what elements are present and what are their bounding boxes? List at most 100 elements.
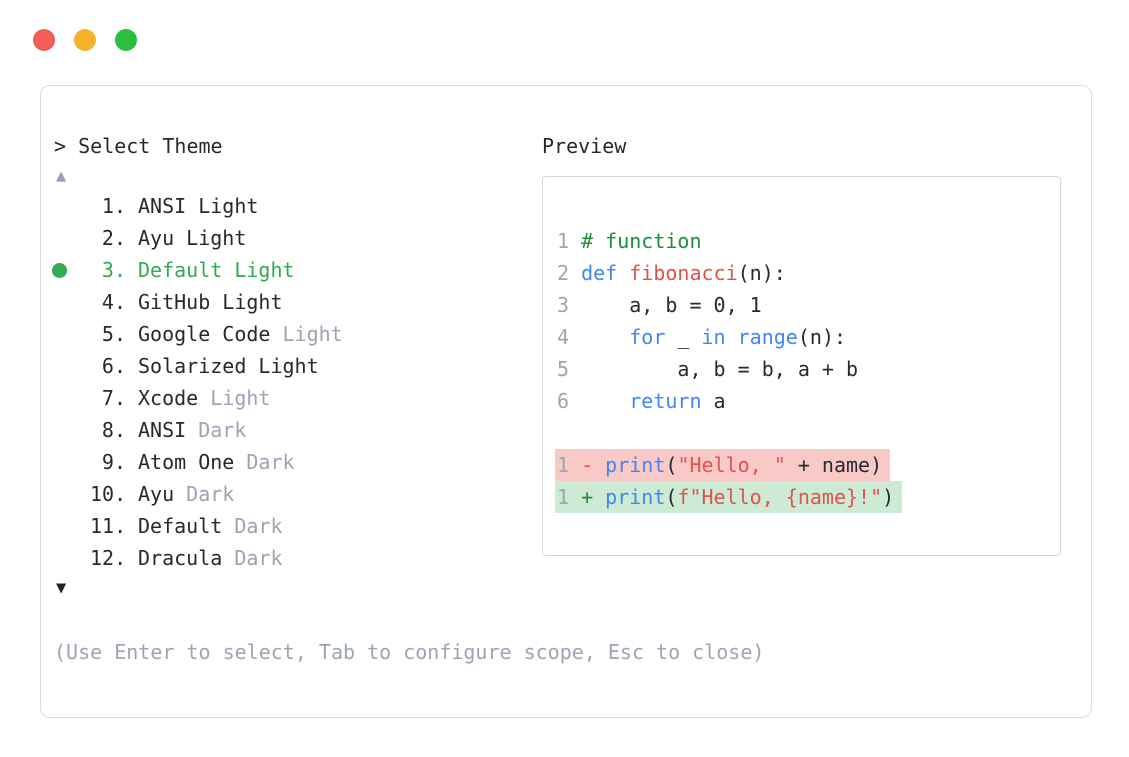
line-number: 5	[557, 357, 570, 381]
theme-name: GitHub Light	[138, 290, 283, 314]
window-controls	[33, 29, 137, 51]
theme-name: Xcode	[138, 386, 199, 410]
scroll-up-indicator-icon[interactable]: ▲	[56, 166, 67, 186]
code-token: a	[701, 389, 726, 413]
theme-name: Dracula	[138, 546, 223, 570]
theme-number: 1.	[101, 194, 126, 218]
theme-list-column: > Select Theme ▲ 1. ANSI Light 2.Ayu Light…	[52, 130, 542, 602]
code-token: range	[737, 325, 798, 349]
theme-variant-muted: Dark	[222, 546, 283, 570]
code-token: )	[882, 485, 895, 509]
theme-number: 11.	[90, 514, 127, 538]
theme-number: 5.	[101, 322, 126, 346]
close-button[interactable]	[33, 29, 55, 51]
diff-removed-line: 1- print("Hello, " + name)	[555, 449, 891, 481]
code-line-content: 4 for _ in range(n):	[557, 321, 846, 353]
code-line: 6 return a	[557, 385, 1048, 417]
theme-item[interactable]: 9. Atom One Dark	[54, 446, 542, 478]
theme-number: 8.	[101, 418, 126, 442]
theme-number: 7.	[101, 386, 126, 410]
line-number: 1	[557, 453, 570, 477]
theme-variant-muted: Light	[270, 322, 343, 346]
theme-variant-muted: Light	[198, 386, 271, 410]
theme-label: Google Code Light	[138, 322, 343, 346]
theme-item[interactable]: 11. Default Dark	[54, 510, 542, 542]
theme-label: GitHub Light	[138, 290, 283, 314]
code-token: in	[701, 325, 726, 349]
theme-name: Solarized Light	[138, 354, 319, 378]
code-token	[581, 389, 629, 413]
theme-item[interactable]: 10.Ayu Dark	[54, 478, 542, 510]
theme-number: 3.	[101, 258, 126, 282]
code-line: 5 a, b = b, a + b	[557, 353, 1048, 385]
theme-name: Ayu	[138, 482, 175, 506]
theme-number: 9.	[101, 450, 126, 474]
line-number: 6	[557, 389, 570, 413]
theme-item[interactable]: 2.Ayu Light	[54, 222, 542, 254]
code-line-content	[557, 417, 581, 449]
code-token	[617, 261, 629, 285]
code-line-content: 6 return a	[557, 385, 726, 417]
theme-name: ANSI Light	[138, 194, 259, 218]
theme-item[interactable]: 1. ANSI Light	[54, 190, 542, 222]
theme-label: Xcode Light	[138, 386, 270, 410]
select-theme-prompt: > Select Theme	[54, 134, 223, 158]
code-token: for	[629, 325, 666, 349]
code-token: print	[605, 485, 666, 509]
green-dot-icon	[52, 262, 67, 278]
code-token	[581, 325, 629, 349]
theme-label: Ayu Light	[138, 226, 246, 250]
code-line-content: 5 a, b = b, a + b	[557, 353, 858, 385]
maximize-button[interactable]	[115, 29, 137, 51]
theme-name: Default	[138, 514, 223, 538]
theme-item[interactable]: 3. Default Light	[52, 254, 542, 286]
theme-label: Default Light	[138, 258, 295, 282]
code-token: return	[629, 389, 702, 413]
theme-label: Dracula Dark	[138, 546, 283, 570]
theme-item[interactable]: 5. Google Code Light	[54, 318, 542, 350]
theme-variant-muted: Dark	[186, 418, 247, 442]
code-token: a, b = 0, 1	[581, 293, 762, 317]
theme-number: 12.	[90, 546, 127, 570]
theme-item[interactable]: 12. Dracula Dark	[54, 542, 542, 574]
theme-variant-muted: Dark	[234, 450, 295, 474]
theme-selector-panel: > Select Theme ▲ 1. ANSI Light 2.Ayu Light…	[40, 85, 1092, 718]
help-text: (Use Enter to select, Tab to configure s…	[54, 640, 765, 664]
code-token: + name)	[785, 453, 883, 477]
theme-label: Ayu Dark	[138, 482, 234, 506]
theme-label: Default Dark	[138, 514, 283, 538]
code-line: 1# function	[557, 225, 1048, 257]
code-token: print	[605, 453, 666, 477]
theme-name: ANSI	[138, 418, 187, 442]
code-token: (	[665, 485, 678, 509]
code-token: a, b = b, a + b	[581, 357, 859, 381]
line-number: 4	[557, 325, 570, 349]
line-number: 2	[557, 261, 570, 285]
code-token: "Hello, "	[677, 453, 786, 477]
theme-label: Atom One Dark	[138, 450, 295, 474]
line-number: 3	[557, 293, 570, 317]
code-token: -	[581, 453, 606, 477]
theme-number: 6.	[101, 354, 126, 378]
theme-label: Solarized Light	[138, 354, 319, 378]
code-token: +	[581, 485, 606, 509]
code-token: (	[665, 453, 678, 477]
diff-added-line: 1+ print(f"Hello, {name}!")	[555, 481, 903, 513]
theme-number: 4.	[101, 290, 126, 314]
code-token: _	[665, 325, 702, 349]
minimize-button[interactable]	[74, 29, 96, 51]
code-line	[557, 417, 1048, 449]
preview-title: Preview	[542, 134, 627, 158]
theme-item[interactable]: 7. Xcode Light	[54, 382, 542, 414]
panel-columns: > Select Theme ▲ 1. ANSI Light 2.Ayu Light…	[52, 130, 1065, 602]
theme-item[interactable]: 6. Solarized Light	[54, 350, 542, 382]
theme-label: ANSI Dark	[138, 418, 246, 442]
theme-item[interactable]: 4. GitHub Light	[54, 286, 542, 318]
scroll-down-indicator-icon[interactable]: ▼	[56, 578, 67, 598]
code-token: fibonacci	[629, 261, 738, 285]
theme-item[interactable]: 8. ANSI Dark	[54, 414, 542, 446]
